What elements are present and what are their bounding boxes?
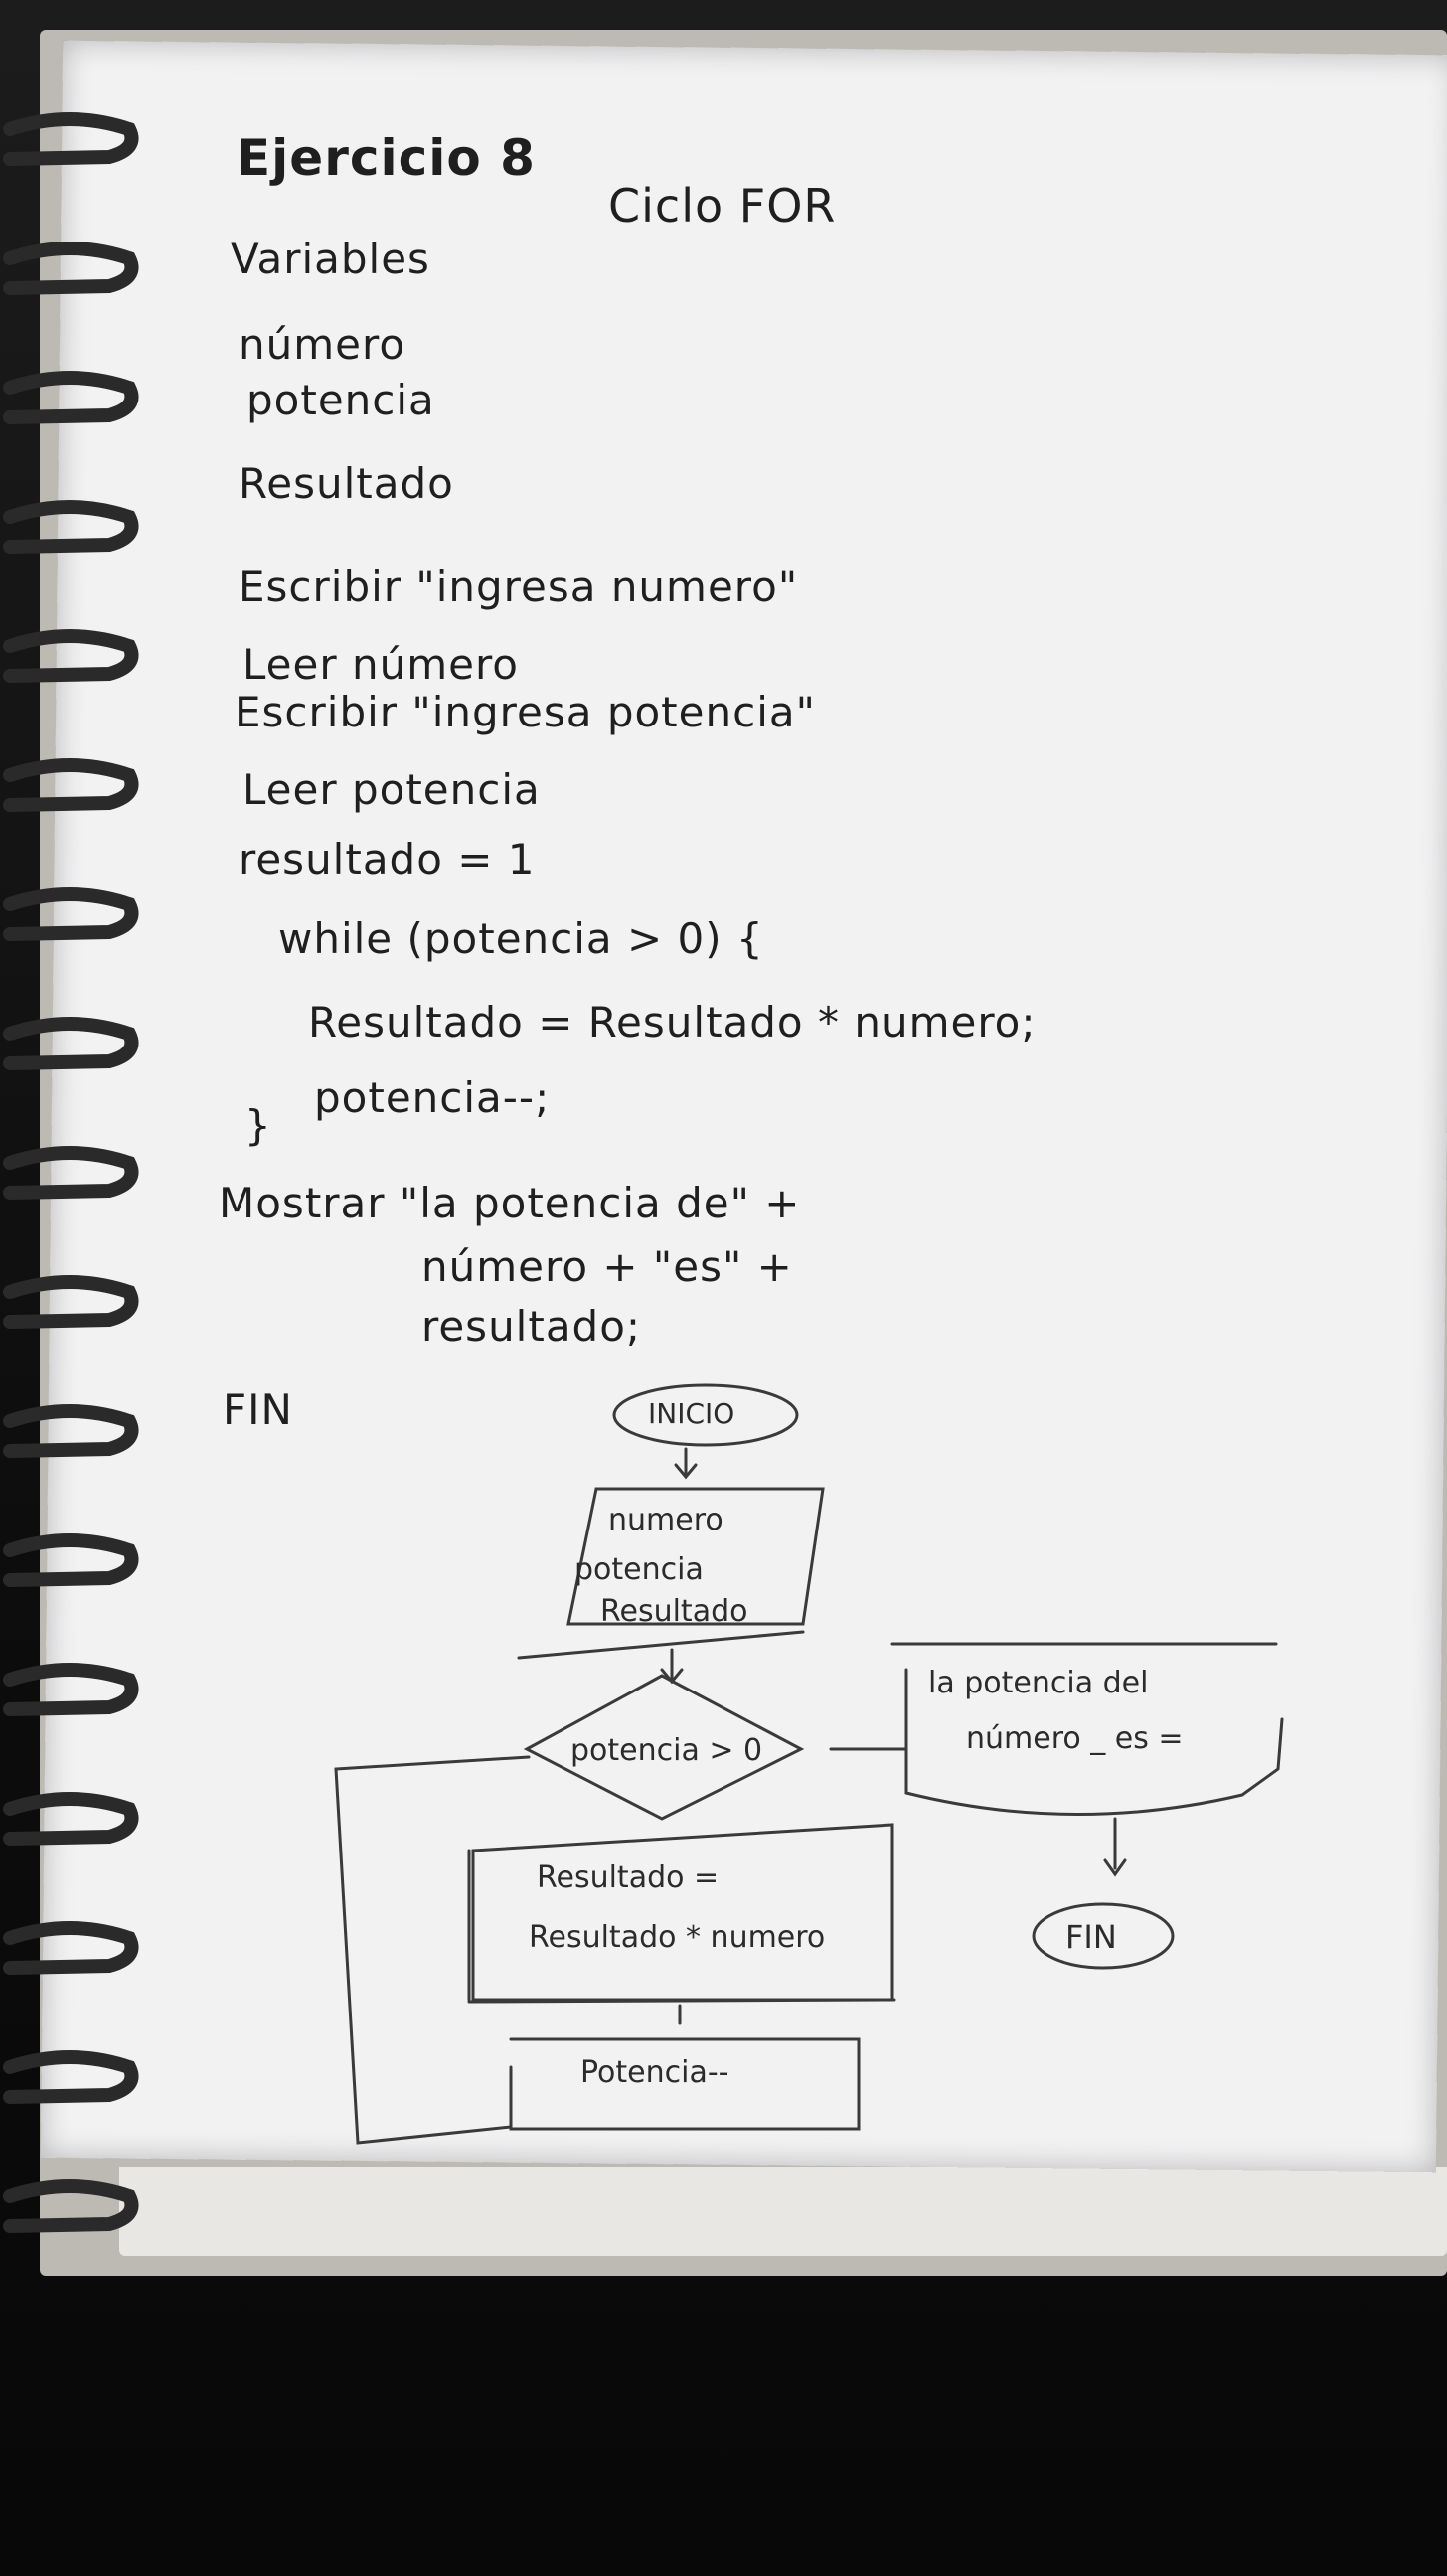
code-line: Mostrar "la potencia de" + — [219, 1179, 801, 1227]
variables-heading: Variables — [231, 235, 430, 283]
code-line: } — [244, 1101, 272, 1150]
arrow-down-icon — [674, 1447, 698, 1480]
code-line: Leer potencia — [242, 765, 541, 814]
input-underline — [517, 1630, 805, 1660]
variable-item: potencia — [246, 376, 435, 424]
flow-input-line: potencia — [574, 1552, 704, 1587]
flow-assign-line: Resultado * numero — [529, 1920, 826, 1955]
flow-input-line: Resultado — [600, 1594, 748, 1629]
input-parallelogram — [566, 1487, 825, 1626]
code-line: FIN — [223, 1385, 293, 1434]
start-terminal — [612, 1383, 799, 1447]
flow-decrement-label: Potencia-- — [580, 2055, 729, 2090]
end-terminal — [1032, 1902, 1175, 1970]
flow-input-line: numero — [608, 1503, 724, 1537]
decrement-box — [509, 2037, 861, 2131]
flow-end-label: FIN — [1065, 1918, 1117, 1956]
flow-condition-label: potencia > 0 — [570, 1733, 763, 1768]
process-box — [471, 1823, 894, 2002]
arrow-down-icon — [1103, 1817, 1127, 1877]
topic-title: Ciclo FOR — [608, 179, 837, 233]
loop-back-line — [334, 1755, 531, 2145]
flow-output-line: número _ es = — [966, 1721, 1184, 1756]
flow-assign-line: Resultado = — [537, 1860, 720, 1895]
code-line: Escribir "ingresa potencia" — [235, 688, 816, 736]
code-line: resultado; — [421, 1302, 642, 1351]
output-shape — [890, 1642, 1284, 1816]
decision-diamond — [523, 1674, 805, 1821]
flow-start-label: INICIO — [648, 1397, 735, 1430]
code-line: Escribir "ingresa numero" — [239, 563, 799, 611]
code-line: Leer número — [242, 640, 519, 689]
variable-item: Resultado — [239, 459, 454, 508]
process-box-edge — [467, 1849, 896, 2004]
code-line: Resultado = Resultado * numero; — [308, 998, 1037, 1046]
spiral-rings-icon — [3, 112, 139, 2233]
exercise-title: Ejercicio 8 — [237, 129, 536, 187]
code-line: while (potencia > 0) { — [278, 914, 764, 963]
underlying-page — [119, 2167, 1447, 2256]
spiral-binding — [0, 99, 149, 2286]
variable-item: número — [239, 320, 406, 369]
flow-output-line: la potencia del — [928, 1666, 1149, 1700]
code-line: resultado = 1 — [239, 835, 536, 884]
code-line: número + "es" + — [421, 1242, 793, 1291]
code-line: potencia--; — [314, 1073, 551, 1122]
